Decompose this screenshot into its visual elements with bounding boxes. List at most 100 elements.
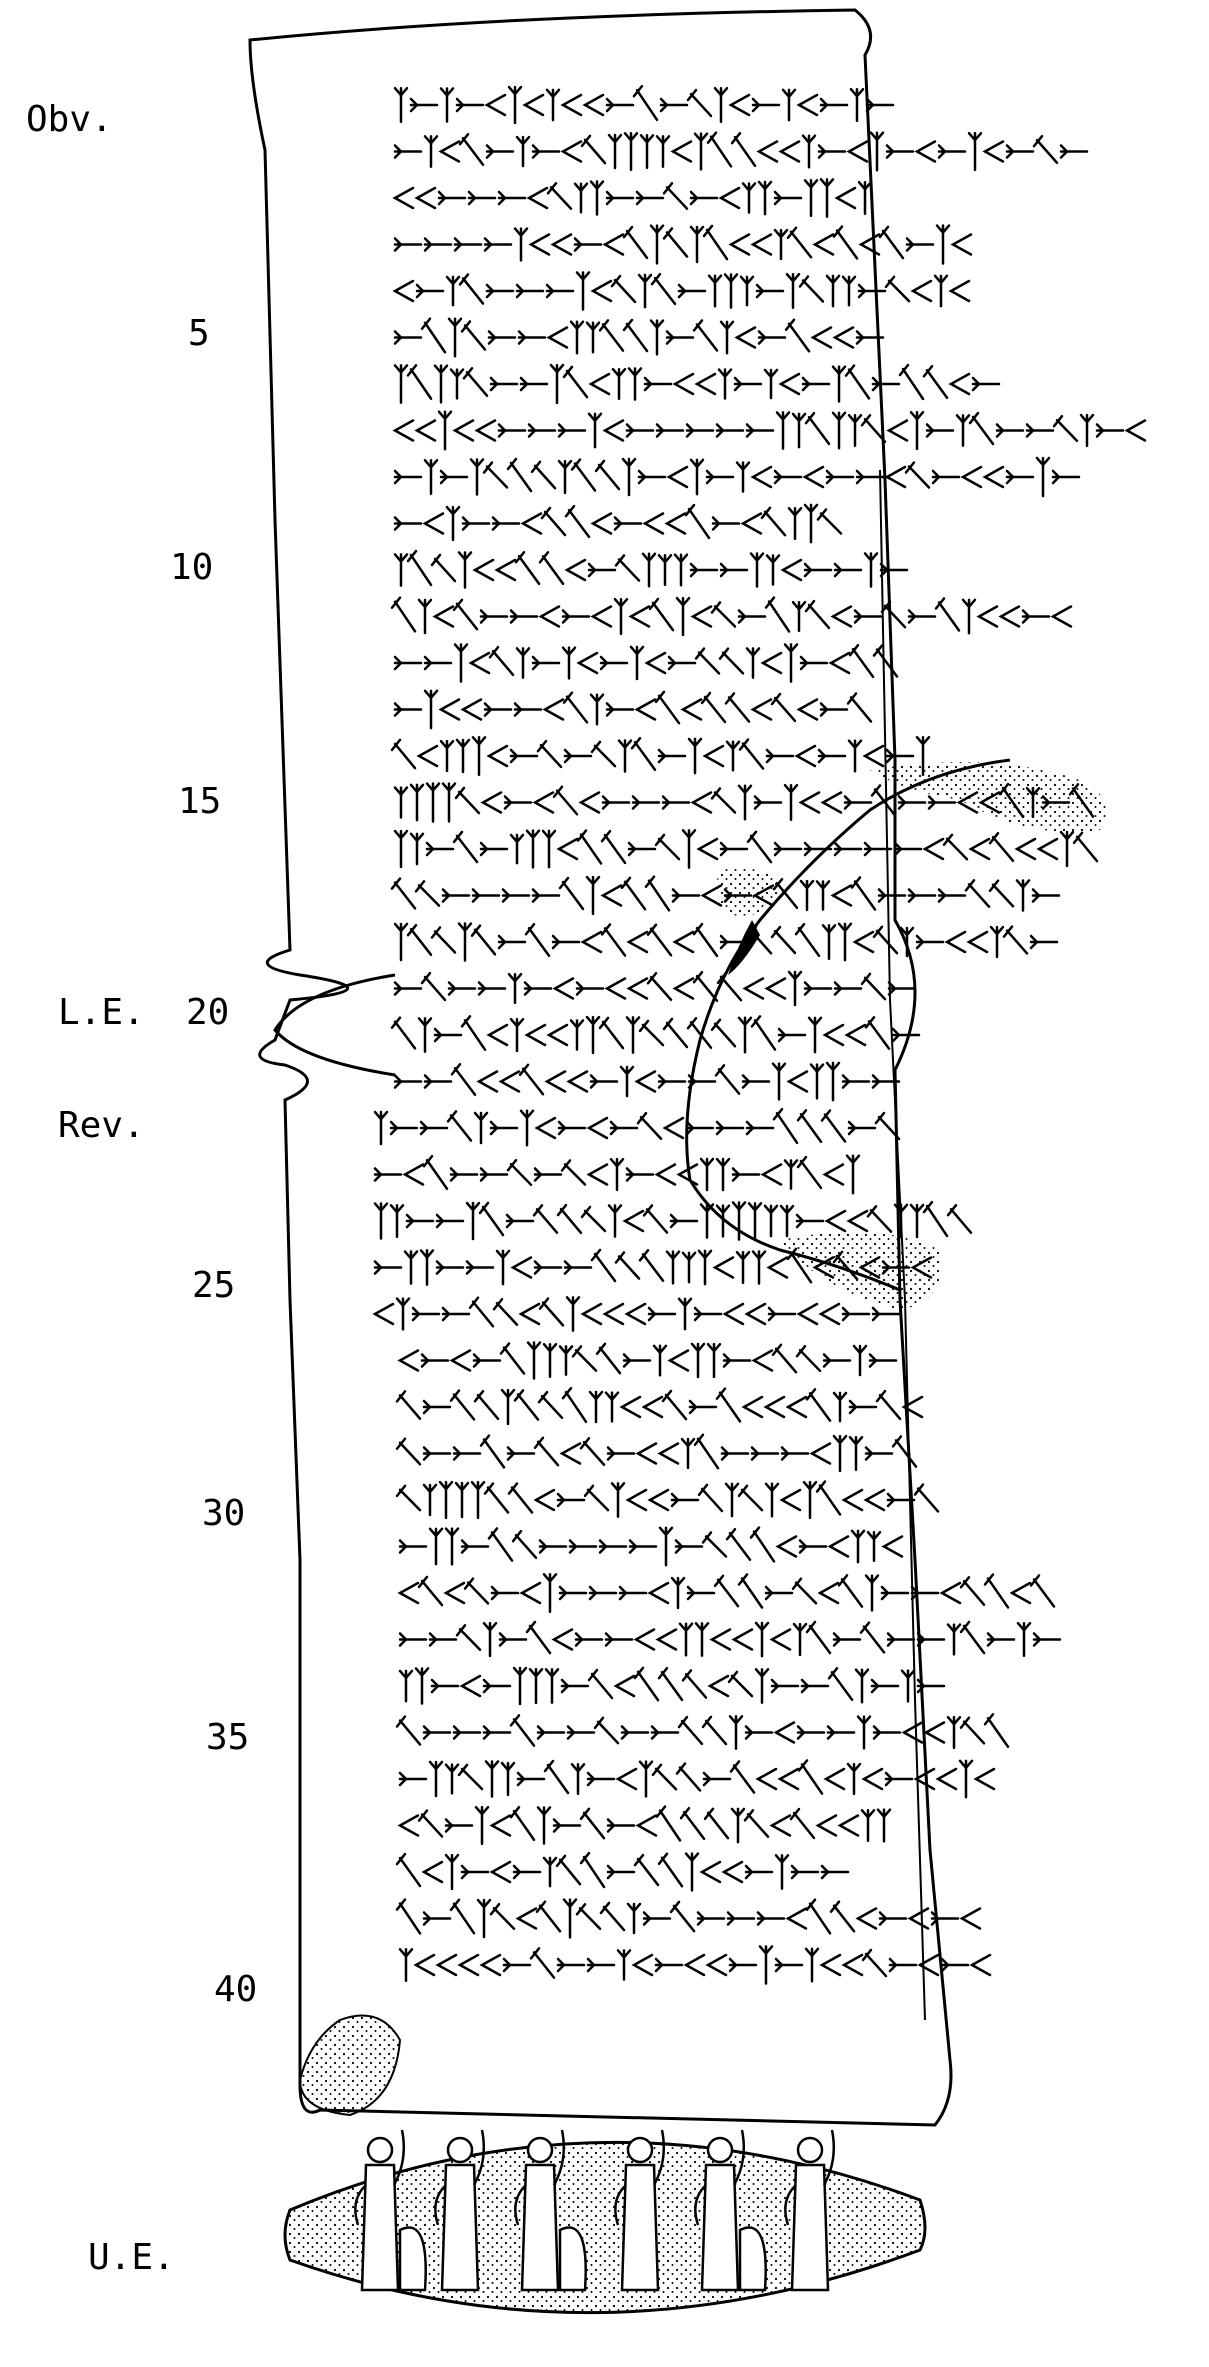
cuneiform-wedge [576, 829, 603, 865]
cuneiform-wedge [471, 736, 487, 776]
cuneiform-wedge [472, 558, 495, 582]
cuneiform-wedge [729, 1760, 756, 1794]
cuneiform-wedge [562, 691, 589, 724]
cuneiform-wedge [884, 1771, 914, 1787]
cuneiform-wedge [423, 1074, 453, 1089]
cuneiform-wedge [486, 744, 509, 768]
cuneiform-wedge [557, 423, 587, 438]
cuneiform-wedge [649, 224, 665, 265]
reverse-label: Rev. [58, 1105, 145, 1146]
cuneiform-wedge [798, 791, 821, 814]
cuneiform-wedge [880, 1585, 910, 1601]
cuneiform-wedge [706, 131, 733, 168]
cuneiform-wedge [886, 1492, 916, 1508]
cuneiform-wedge [489, 376, 519, 392]
cuneiform-wedge [590, 279, 613, 303]
cuneiform-wedge [665, 330, 695, 345]
cuneiform-wedge [988, 879, 1015, 908]
cuneiform-wedge [696, 1911, 726, 1926]
cuneiform-wedge [460, 1015, 487, 1051]
cuneiform-wedge [693, 132, 709, 171]
cuneiform-wedge [795, 1213, 825, 1229]
cuneiform-wedge [593, 1716, 620, 1745]
cuneiform-wedge [1005, 469, 1035, 485]
cuneiform-wedge [770, 925, 797, 955]
cuneiform-wedge [607, 133, 623, 170]
cuneiform-wedge [756, 1911, 786, 1926]
cuneiform-wedge [509, 1805, 536, 1842]
cuneiform-wedge [605, 97, 635, 113]
seal-figure-head [366, 2136, 394, 2164]
cuneiform-wedge [769, 1814, 792, 1837]
cuneiform-wedge [728, 93, 751, 117]
cuneiform-wedge [569, 320, 585, 355]
cuneiform-wedge [541, 829, 557, 869]
cuneiform-wedge [830, 884, 853, 907]
cuneiform-wedge [477, 981, 507, 996]
cuneiform-wedge [590, 1248, 617, 1283]
cuneiform-wedge [425, 841, 455, 857]
cuneiform-wedge [946, 1623, 962, 1656]
cuneiform-wedge [820, 791, 843, 814]
cuneiform-wedge [634, 1070, 657, 1093]
cuneiform-wedge [672, 930, 695, 954]
cuneiform-wedge [697, 1483, 724, 1513]
cuneiform-wedge [861, 1767, 884, 1791]
cuneiform-wedge [1032, 1632, 1062, 1647]
cuneiform-wedge [398, 1669, 414, 1703]
cuneiform-wedge [422, 1725, 452, 1740]
cuneiform-wedge [834, 186, 857, 210]
cuneiform-wedge [841, 1074, 871, 1089]
cuneiform-wedge [393, 469, 423, 485]
line-number-40: 40 [214, 1969, 258, 2010]
cuneiform-wedge [841, 275, 857, 307]
cuneiform-wedge [482, 461, 509, 489]
cuneiform-wedge [452, 830, 479, 864]
cuneiform-wedge [995, 423, 1025, 438]
cuneiform-wedge [638, 1760, 654, 1798]
cuneiform-wedge [692, 319, 719, 352]
cuneiform-wedge [734, 326, 757, 349]
cuneiform-wedge [859, 1621, 886, 1654]
cuneiform-wedge [860, 1809, 876, 1842]
cuneiform-wedge [861, 1948, 888, 1978]
cuneiform-wedge [794, 922, 821, 958]
cuneiform-wedge [460, 1864, 490, 1880]
cuneiform-wedge [609, 1157, 625, 1192]
cuneiform-wedge [650, 272, 677, 306]
cuneiform-wedge [922, 837, 945, 861]
cuneiform-wedge [917, 1953, 940, 1977]
cuneiform-wedge [497, 423, 527, 438]
cuneiform-wedge [575, 271, 591, 311]
cuneiform-wedge [573, 182, 589, 214]
cuneiform-wedge [422, 1446, 452, 1461]
cuneiform-wedge [791, 1577, 818, 1605]
cuneiform-wedge [485, 144, 515, 159]
cuneiform-wedge [694, 1622, 710, 1657]
cuneiform-wedge [556, 1492, 586, 1508]
cuneiform-wedge [796, 1109, 823, 1143]
cuneiform-wedge [756, 140, 779, 163]
cuneiform-wedge [644, 875, 671, 912]
cuneiform-wedge [684, 1852, 700, 1892]
cuneiform-wedge [855, 1907, 878, 1930]
cuneiform-wedge [744, 1725, 774, 1740]
cuneiform-wedge [529, 1947, 556, 1979]
cuneiform-wedge [786, 226, 813, 259]
cuneiform-wedge [686, 1017, 713, 1049]
cuneiform-wedge [397, 1814, 420, 1837]
cuneiform-wedge [644, 651, 667, 675]
cuneiform-wedge [779, 1204, 795, 1238]
cuneiform-wedge [586, 1116, 609, 1140]
cuneiform-wedge [598, 1539, 628, 1554]
cuneiform-wedge [416, 744, 439, 768]
cuneiform-wedge [827, 1667, 854, 1701]
cuneiform-wedge [900, 1669, 916, 1703]
cuneiform-wedge [458, 132, 485, 167]
cuneiform-wedge [449, 368, 465, 400]
cuneiform-wedge [492, 1297, 519, 1327]
cuneiform-wedge [712, 1256, 735, 1279]
cuneiform-wedge [854, 1668, 870, 1704]
cuneiform-wedge [868, 1353, 898, 1368]
